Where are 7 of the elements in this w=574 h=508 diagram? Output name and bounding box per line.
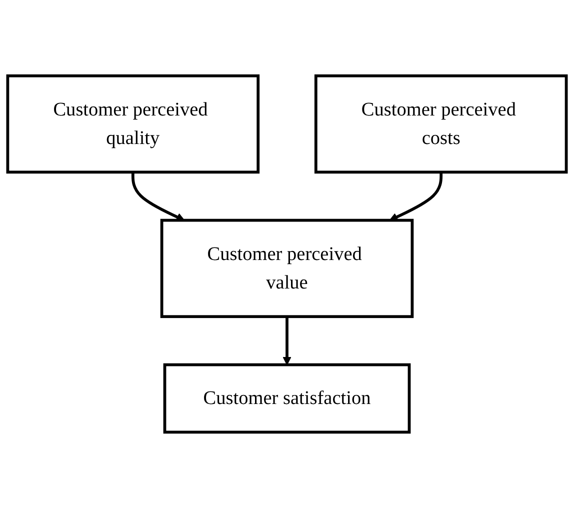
node-box: Customer perceived costs: [314, 74, 568, 174]
node-box: Customer perceived value: [160, 218, 414, 318]
node-box: Customer perceived quality: [6, 74, 260, 174]
arrow: [389, 172, 443, 221]
arrow: [282, 316, 292, 366]
node-box: Customer satisfaction: [163, 363, 411, 434]
arrow: [131, 172, 185, 221]
